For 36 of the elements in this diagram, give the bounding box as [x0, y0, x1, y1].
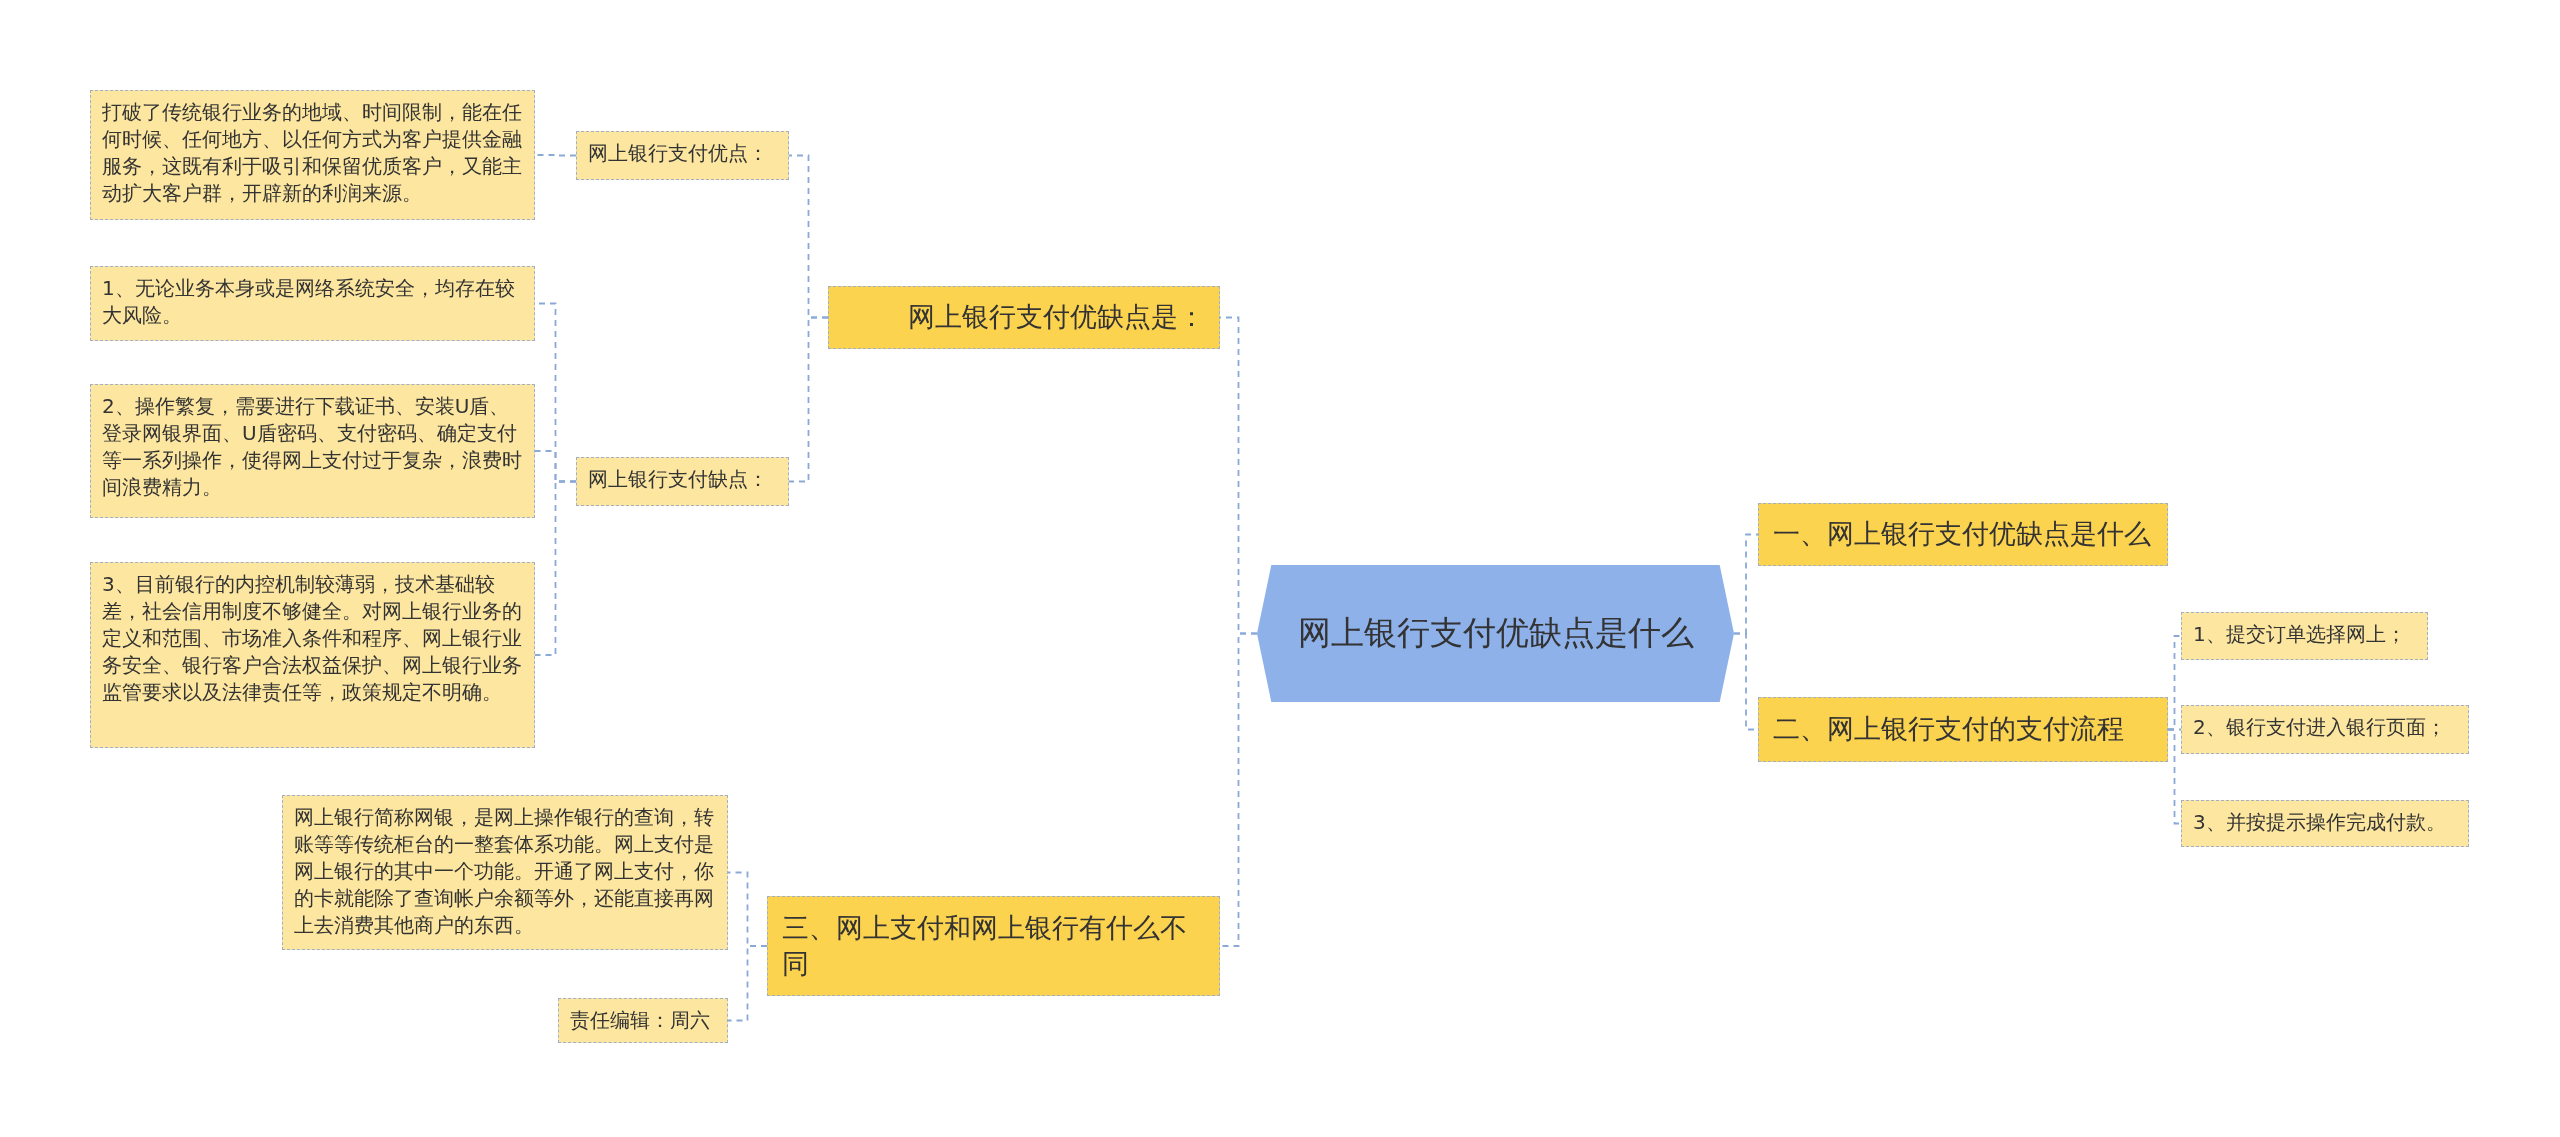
subtopic-text: 2、操作繁复，需要进行下载证书、安装U盾、登录网银界面、U盾密码、支付密码、确定支付等一系列操作，使得网上支付过于复杂，浪费时间浪费精力。: [102, 394, 522, 499]
topic-text: 网上银行支付优缺点是：: [908, 300, 1205, 335]
subtopic-box: [282, 795, 728, 950]
subtopic-box: [2181, 612, 2428, 660]
subtopic-text: 网上银行支付缺点：: [588, 467, 768, 491]
subtopic-text: 1、提交订单选择网上；: [2193, 622, 2406, 646]
subtopic-text: 责任编辑：周六: [570, 1008, 710, 1032]
topic-text: 网上银行支付优缺点是什么: [1297, 612, 1694, 655]
subtopic-box: [90, 90, 535, 220]
topic-box: [828, 286, 1220, 349]
central-topic-hexagon: [1257, 565, 1734, 702]
topic-text: 一、网上银行支付优缺点是什么: [1773, 517, 2151, 552]
topic-box: [1758, 697, 2168, 762]
subtopic-box: [576, 131, 789, 180]
connector-line: [788, 316, 829, 483]
connector-line: [2167, 728, 2182, 825]
topic-box: [767, 896, 1220, 996]
topic-text: 三、网上支付和网上银行有什么不同: [782, 910, 1188, 981]
subtopic-box: [2181, 705, 2469, 754]
subtopic-text: 网上银行支付优点：: [588, 141, 768, 165]
subtopic-text: 网上银行简称网银，是网上操作银行的查询，转账等等传统柜台的一整套体系功能。网上支付是网上银行的其中一个功能。开通了网上支付，你的卡就能除了查询帐户余额等外，还能直接再网上去消费其他商户的东西。: [294, 805, 714, 937]
subtopic-box: [90, 266, 535, 341]
topic-text: 二、网上银行支付的支付流程: [1773, 712, 2124, 747]
subtopic-box: [576, 457, 789, 506]
connector-line: [727, 945, 768, 1022]
subtopic-box: [558, 998, 728, 1043]
subtopic-box: [2181, 800, 2469, 847]
subtopic-text: 3、并按提示操作完成付款。: [2193, 810, 2446, 834]
subtopic-text: 打破了传统银行业务的地域、时间限制，能在任何时候、任何地方、以任何方式为客户提供金融服务，这既有利于吸引和保留优质客户，又能主动扩大客户群，开辟新的利润来源。: [102, 100, 522, 205]
subtopic-box: [90, 384, 535, 518]
topic-box: [1758, 503, 2168, 566]
subtopic-text: 3、目前银行的内控机制较薄弱，技术基础较差，社会信用制度不够健全。对网上银行业务的定义和范围、市场准入条件和程序、网上银行业务安全、银行客户合法权益保护、网上银行业务监管要求以及法律责任等，政策规定不明确。: [102, 572, 522, 704]
connector-line: [534, 480, 577, 656]
subtopic-text: 1、无论业务本身或是网络系统安全，均存在较大风险。: [102, 276, 515, 327]
subtopic-box: [90, 562, 535, 748]
subtopic-text: 2、银行支付进入银行页面；: [2193, 715, 2446, 739]
